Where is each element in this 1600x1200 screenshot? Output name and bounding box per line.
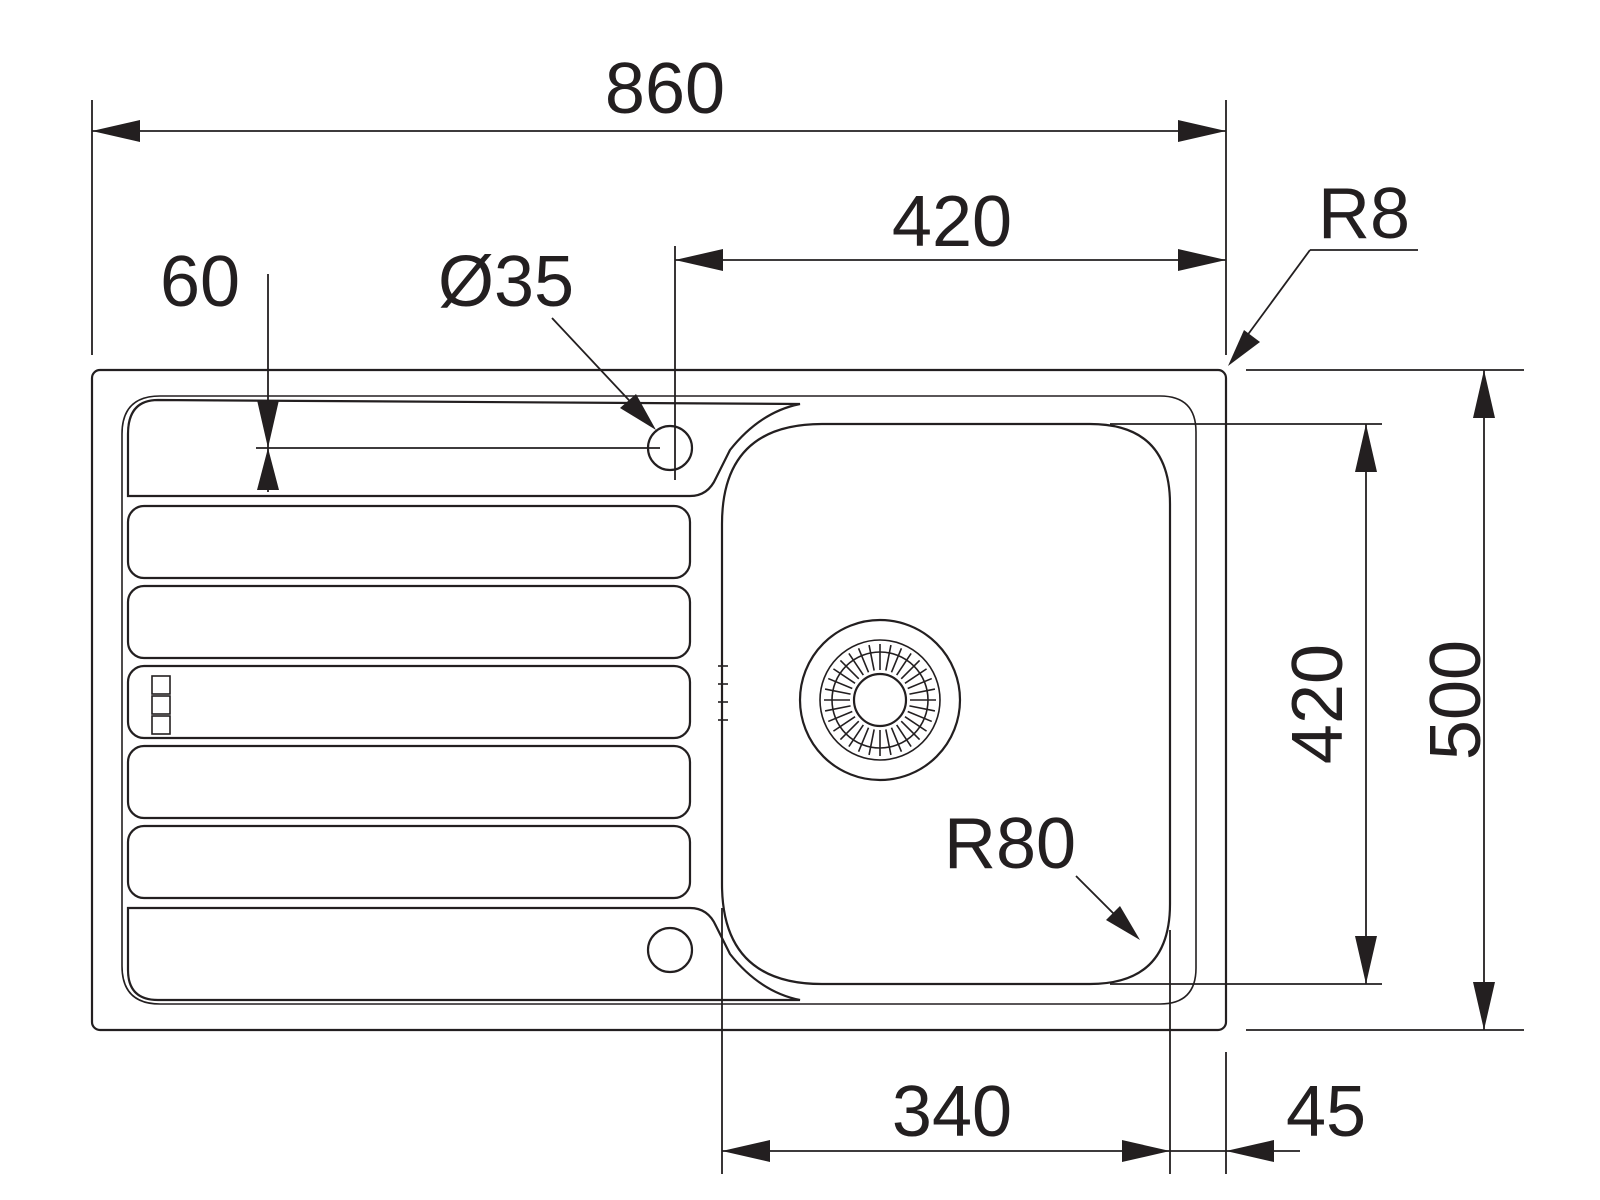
strainer-spoke bbox=[896, 724, 912, 748]
strainer-spoke bbox=[904, 716, 928, 732]
strainer-spoke bbox=[904, 668, 928, 684]
drainer-rib bbox=[126, 824, 692, 900]
drainer-bottom-strip bbox=[126, 906, 801, 1002]
dimension-bowl-radius: R80 bbox=[944, 804, 1140, 940]
strainer-spoke bbox=[909, 705, 936, 712]
strainer-spoke bbox=[832, 716, 856, 732]
sink-outline bbox=[90, 368, 1228, 1032]
sink-outer-edge bbox=[90, 368, 1228, 1032]
total-width-label: 860 bbox=[605, 49, 725, 129]
strainer-spoke bbox=[868, 644, 875, 671]
overflow-slot-icon bbox=[151, 675, 171, 735]
strainer-spoke bbox=[832, 668, 856, 684]
strainer-spoke bbox=[868, 729, 875, 756]
strainer-spoke bbox=[907, 710, 933, 723]
drainer-rib bbox=[126, 744, 692, 820]
strainer-spoke bbox=[824, 688, 851, 695]
bowl-offset-label: 420 bbox=[892, 182, 1012, 262]
bowl-width-label: 340 bbox=[892, 1072, 1012, 1152]
strainer-spoke bbox=[827, 710, 853, 723]
tap-hole-label: Ø35 bbox=[438, 242, 574, 322]
strainer-spoke bbox=[848, 652, 864, 676]
strainer-spoke bbox=[890, 647, 903, 673]
dimension-bowl-depth: 420 bbox=[1110, 423, 1382, 985]
strainer-spoke bbox=[890, 727, 903, 753]
total-depth-label: 500 bbox=[1416, 640, 1496, 760]
bowl-depth-label: 420 bbox=[1278, 644, 1358, 764]
strainer-spoke bbox=[857, 727, 870, 753]
drain-strainer bbox=[798, 618, 962, 782]
dimension-total-depth: 500 bbox=[1246, 369, 1524, 1031]
drainer-rib bbox=[126, 664, 692, 740]
bowl bbox=[720, 422, 1172, 986]
dimension-corner-radius: R8 bbox=[1228, 174, 1418, 366]
right-margin-label: 45 bbox=[1286, 1072, 1366, 1152]
dimension-total-width: 860 bbox=[91, 49, 1227, 355]
dimension-drainer-offset: 60 bbox=[160, 242, 660, 492]
dimension-right-margin: 45 bbox=[1170, 1052, 1366, 1174]
drainer bbox=[126, 398, 801, 1002]
drainer-offset-label: 60 bbox=[160, 242, 240, 322]
sink-inner-rim bbox=[121, 395, 1197, 1005]
dimension-bowl-width: 340 bbox=[721, 908, 1171, 1174]
strainer-spoke bbox=[900, 659, 921, 680]
dimension-tap-hole: Ø35 bbox=[438, 242, 656, 430]
strainer-spoke bbox=[896, 652, 912, 676]
strainer-spoke bbox=[848, 724, 864, 748]
drainer-top-strip bbox=[126, 398, 801, 498]
strainer-spoke bbox=[907, 677, 933, 690]
strainer-spoke bbox=[839, 720, 860, 741]
strainer-spoke bbox=[839, 659, 860, 680]
strainer-spoke bbox=[885, 729, 892, 756]
drainer-rib bbox=[126, 584, 692, 660]
strainer-spoke bbox=[824, 705, 851, 712]
bowl-radius-label: R80 bbox=[944, 804, 1076, 884]
strainer-spoke bbox=[885, 644, 892, 671]
strainer-spoke bbox=[857, 647, 870, 673]
dimension-bowl-offset: 420 bbox=[674, 182, 1226, 480]
strainer-spoke bbox=[827, 677, 853, 690]
corner-radius-label: R8 bbox=[1318, 174, 1410, 254]
strainer-spoke bbox=[909, 688, 936, 695]
alt-tap-hole bbox=[646, 926, 694, 974]
drainer-rib bbox=[126, 504, 692, 580]
bowl-outline bbox=[720, 422, 1172, 986]
strainer-spoke bbox=[900, 720, 921, 741]
